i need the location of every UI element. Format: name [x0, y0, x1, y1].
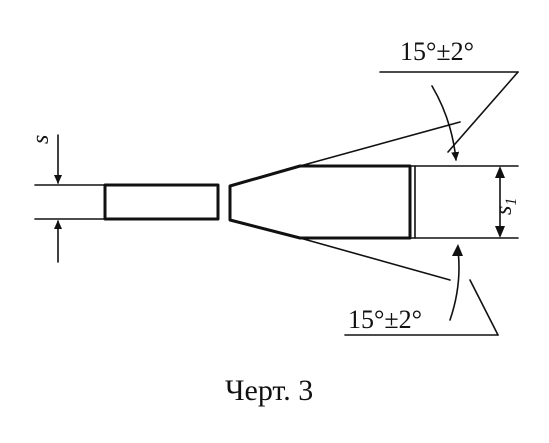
left-thickness-dimension: s: [28, 134, 106, 263]
left-plate: [103, 183, 220, 221]
angle-top-label: 15°±2°: [400, 37, 474, 66]
angle-bottom-label: 15°±2°: [348, 305, 422, 334]
right-plate: [228, 164, 412, 240]
figure-caption: Черт. 3: [225, 374, 313, 407]
lower-angle-dimension: 15°±2°: [299, 237, 499, 336]
upper-angle-dimension: 15°±2°: [299, 37, 519, 167]
thickness-right-label: s1: [491, 198, 520, 215]
thickness-left-label: s: [28, 135, 54, 144]
right-thickness-dimension: s1: [299, 165, 520, 239]
